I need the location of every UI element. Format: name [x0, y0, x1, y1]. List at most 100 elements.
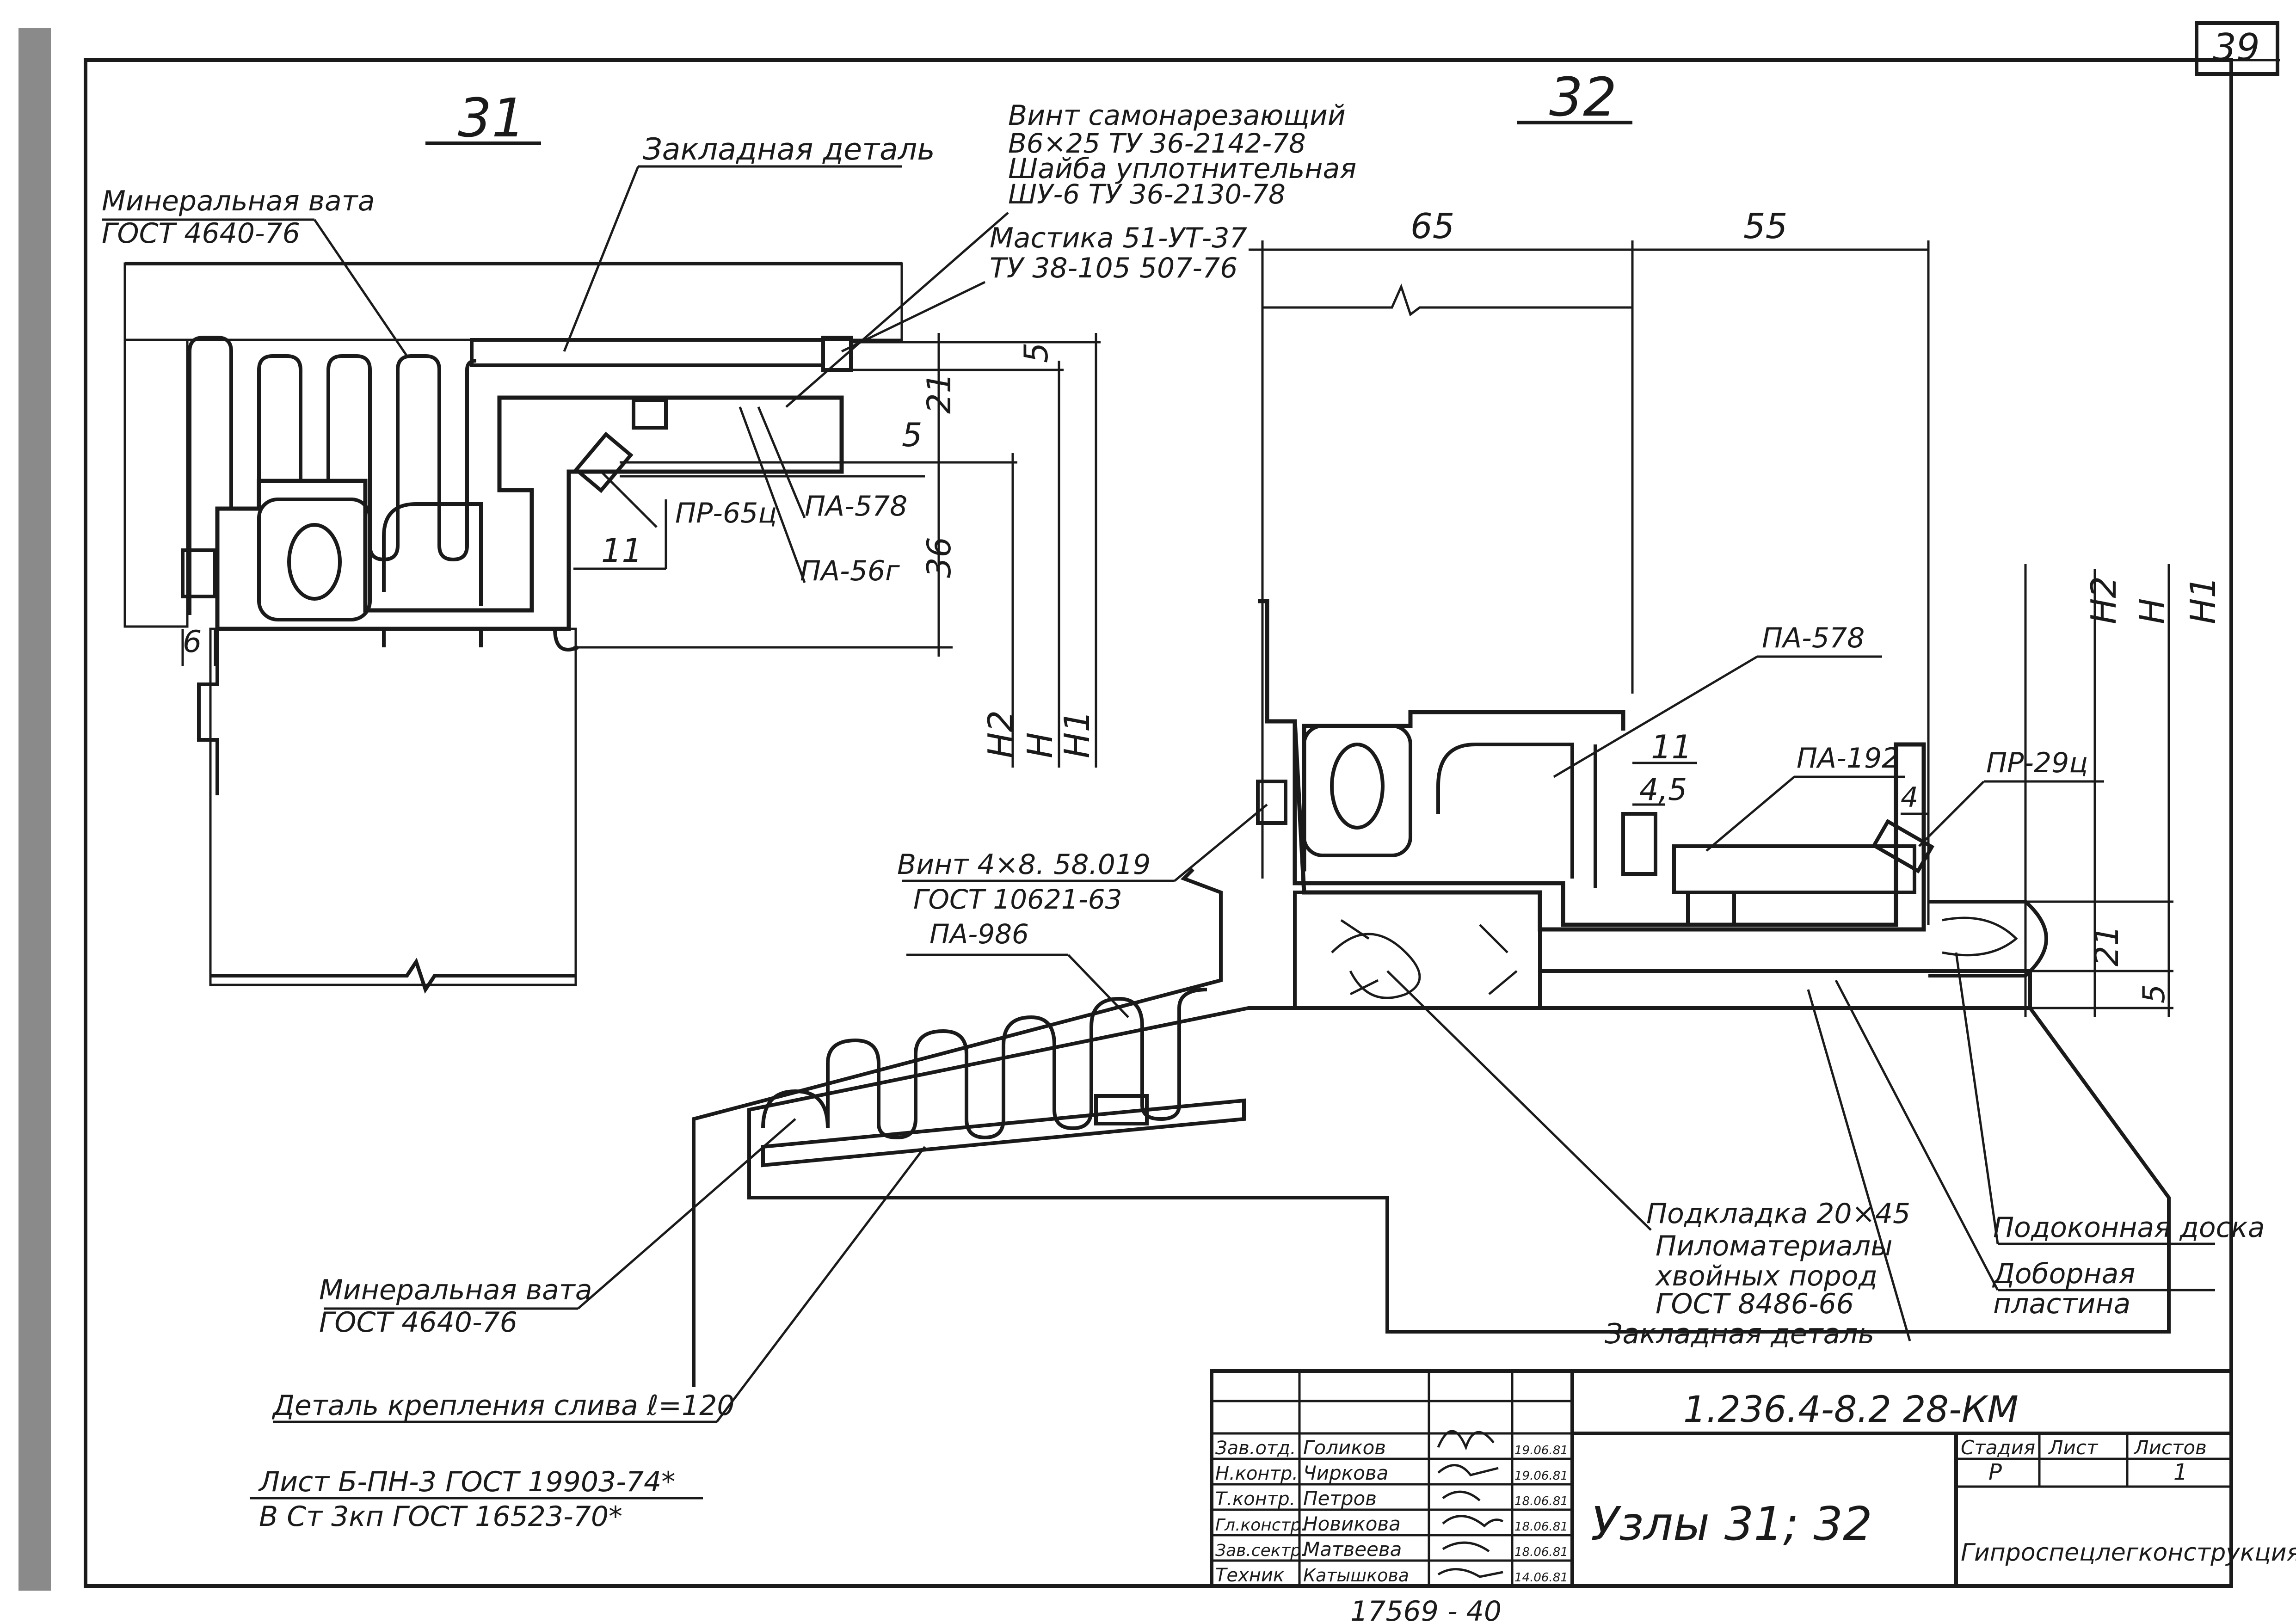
flashing-plate [761, 1098, 1246, 1168]
label-mineral-wool-31-gost: ГОСТ 4640-76 [102, 217, 300, 250]
timber-pad [1293, 891, 1542, 1010]
drawing-code: 1.236.4-8.2 28-КМ [1683, 1389, 2019, 1431]
label-pa578-31: ПА-578 [805, 490, 907, 523]
dim-h1-32: H1 [2183, 576, 2223, 624]
sig-role-4: Гл.констр. [1215, 1516, 1306, 1535]
sig-name-4: Новикова [1303, 1512, 1401, 1535]
label-pa98: ПА-986 [929, 918, 1029, 950]
sig-name-2: Чиркова [1303, 1462, 1388, 1484]
organization: Гипроспецлегконструкция [1961, 1539, 2296, 1567]
drawing-title: Узлы 31; 32 [1591, 1497, 1872, 1551]
dim-h-32: H [2132, 598, 2173, 624]
label-pad-32-gost: ГОСТ 8486-66 [1656, 1288, 1854, 1320]
label-pr29: ПР-29ц [1986, 747, 2088, 779]
pa192-box [1672, 844, 1916, 894]
sash-leg [197, 629, 219, 795]
label-washer-31: Шайба уплотнительная [1008, 153, 1356, 185]
label-mineral-wool-31: Минеральная вата [102, 185, 375, 217]
label-embedded-part-31: Закладная деталь [643, 132, 935, 167]
sig-date-4: 18.06.81 [1514, 1520, 1568, 1534]
screw-head-32 [1686, 891, 1736, 927]
drip-bolt [1094, 1094, 1149, 1125]
label-pad-32: Подкладка 20×45 [1646, 1198, 1910, 1230]
left-seal-strip [181, 548, 217, 598]
mastic-joint [821, 336, 853, 372]
drip-flashing [692, 868, 1223, 1387]
pr65-seal [573, 431, 634, 493]
node-31-dimensions [181, 333, 1101, 768]
screw-head-side [1256, 780, 1287, 825]
label-washer-31-spec: ШУ-6 ТУ 36-2130-78 [1008, 178, 1286, 210]
dim-11: 11 [601, 532, 642, 570]
insulation-32 [761, 988, 1207, 1140]
archive-number: 17569 - 40 [1350, 1595, 1502, 1623]
pr29-seal [1871, 819, 1935, 873]
sig-role-5: Зав.сектр. [1215, 1541, 1306, 1560]
dim-h2-32: H2 [2083, 576, 2124, 624]
timber-grain [1331, 919, 1518, 999]
label-mastic-31-spec: ТУ 38-105 507-76 [990, 252, 1237, 284]
node-32: 32 65 5 5 [250, 67, 2265, 1533]
sig-name-5: Матвеева [1303, 1538, 1402, 1561]
dim-5-top: 5 [1017, 342, 1055, 363]
label-extra-plate: Доборная [1992, 1258, 2135, 1290]
dim-5-32: 5 [2137, 984, 2172, 1003]
sig-role-2: Н.контр. [1215, 1463, 1298, 1484]
label-mastic-31: Мастика 51-УТ-37 [990, 222, 1247, 254]
dim-21-32: 21 [2088, 925, 2126, 966]
label-pr65: ПР-65ц [675, 497, 777, 529]
node-32-title: 32 [1549, 67, 1617, 129]
node-31-title: 31 [458, 87, 525, 149]
rail-profile [370, 627, 579, 652]
dim-5-mid: 5 [902, 416, 923, 454]
node-32-leaders [273, 655, 2215, 1423]
label-pa192: ПА-192 [1797, 742, 1899, 775]
hook-profile-32 [1436, 743, 1597, 888]
dim-11-32: 11 [1651, 728, 1692, 766]
sheets-header: Листов [2133, 1436, 2207, 1459]
side-seal-32 [1621, 812, 1657, 876]
label-pa578-32: ПА-578 [1762, 622, 1865, 654]
inner-hook-profile [382, 502, 483, 606]
dim-45: 4,5 [1639, 773, 1687, 807]
signature-scribbles [1437, 1430, 1504, 1578]
label-mineral-wool-32: Минеральная вата [319, 1274, 592, 1306]
title-block: 1.236.4-8.2 28-КМ Узлы 31; 32 Стадия Лис… [1210, 1369, 2296, 1623]
seal-cross-hatch [257, 498, 372, 621]
label-pa56: ПА-56г [800, 555, 900, 587]
sheets-value: 1 [2173, 1459, 2188, 1485]
signatures-table: Зав.отд. Голиков 19.06.81 Н.контр. Чирко… [1215, 1430, 1568, 1586]
sig-name-6: Катышкова [1303, 1565, 1409, 1586]
label-pad-32-material: Пиломатериалы [1656, 1230, 1893, 1262]
stage-header: Стадия [1961, 1436, 2035, 1459]
sheet-number-box [2195, 21, 2279, 76]
label-sheet-steel: В Ст 3кп ГОСТ 16523-70* [259, 1500, 622, 1533]
sig-date-3: 18.06.81 [1514, 1494, 1568, 1508]
label-screw-31-spec: В6×25 ТУ 36-2142-78 [1008, 128, 1306, 159]
sash-profile-32 [1258, 599, 1625, 872]
seal-cross-hatch-32 [1302, 724, 1412, 857]
sill-grain [1942, 916, 2018, 957]
dim-36: 36 [920, 537, 958, 578]
sig-role-1: Зав.отд. [1215, 1438, 1296, 1459]
sig-date-1: 19.06.81 [1514, 1444, 1568, 1457]
glass-break-32 [1262, 283, 1632, 317]
label-extra-plate-2: пластина [1993, 1288, 2130, 1320]
seal-hole-32 [1330, 743, 1385, 830]
label-drip-fix: Деталь крепления слива ℓ=120 [271, 1389, 735, 1422]
dim-65: 65 [1410, 206, 1454, 246]
wall-hatching-left [123, 338, 189, 628]
label-screw-31: Винт самонарезающий [1008, 99, 1346, 132]
sig-date-2: 19.06.81 [1514, 1469, 1568, 1483]
label-pad-32-species: хвойных пород [1655, 1260, 1877, 1292]
scan-edge [18, 28, 51, 1591]
wall-hatching-32 [747, 1006, 2171, 1334]
sig-date-6: 14.06.81 [1514, 1571, 1568, 1585]
node-31: 31 [102, 87, 1356, 994]
label-screw-32-gost: ГОСТ 10621-63 [913, 884, 1122, 915]
seal-hole [287, 523, 342, 601]
label-sill-board: Подоконная доска [1993, 1211, 2265, 1244]
stage-value: Р [1988, 1459, 2002, 1485]
bottom-break [210, 957, 576, 994]
label-mineral-wool-32-gost: ГОСТ 4640-76 [319, 1306, 517, 1339]
